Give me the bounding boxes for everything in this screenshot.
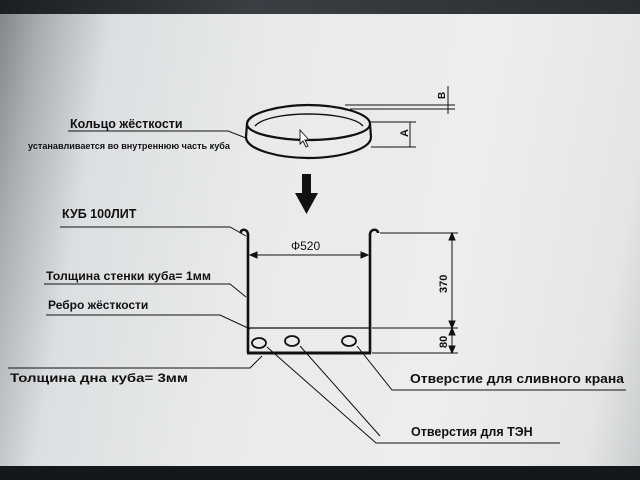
ring-left-side	[244, 123, 249, 138]
ring-dimensions	[345, 86, 455, 148]
dim-a-label: A	[399, 129, 411, 137]
heater-holes-leader-a	[266, 346, 560, 444]
cube-body	[239, 228, 380, 355]
cube-left-wall	[239, 228, 250, 353]
cube-title-leader	[60, 226, 247, 237]
heater-hole-left	[251, 337, 267, 349]
dim-b-label: B	[437, 92, 448, 99]
ring-right-side	[368, 123, 373, 138]
cube-holes	[251, 335, 357, 349]
wall-thickness-label: Толщина стенки куба= 1мм	[46, 271, 211, 283]
diameter-label: Ф520	[291, 239, 320, 253]
ring-inner-line	[254, 113, 364, 127]
height-upper-label: 370	[438, 275, 450, 293]
cube-title: КУБ 100ЛИТ	[62, 207, 137, 221]
heater-holes-label: Отверстия для ТЭН	[411, 425, 533, 439]
drain-hole-leader	[356, 345, 626, 391]
rib-label: Ребро жёсткости	[48, 298, 148, 312]
drain-hole	[341, 335, 357, 347]
arrow-down-icon	[295, 174, 318, 214]
heater-hole-middle	[284, 335, 300, 347]
bottom-thickness-leader	[8, 355, 263, 369]
heater-holes-leader-b	[299, 345, 381, 437]
rib-leader	[46, 314, 251, 330]
bottom-thickness-label: Толщина дна куба= 3мм	[10, 371, 188, 385]
ring-title: Кольцо жёсткости	[70, 117, 183, 131]
height-lower-label: 80	[438, 336, 450, 348]
ring-bottom-edge	[244, 136, 373, 160]
bottom-screen-bezel	[0, 466, 640, 480]
mouse-cursor-icon	[299, 128, 311, 148]
diameter-dimension	[248, 251, 370, 259]
drain-hole-label: Отверстие для сливного крана	[410, 372, 625, 386]
ring-top-rim	[245, 103, 372, 142]
ring-leader-line	[68, 130, 247, 139]
top-window-edge	[0, 0, 640, 14]
cube-right-wall	[368, 228, 380, 353]
ring-note: устанавливается во внутреннюю часть куба	[28, 141, 231, 152]
wall-thickness-leader	[44, 283, 247, 298]
height-dimensions	[372, 231, 458, 355]
stiffening-ring	[244, 103, 373, 160]
